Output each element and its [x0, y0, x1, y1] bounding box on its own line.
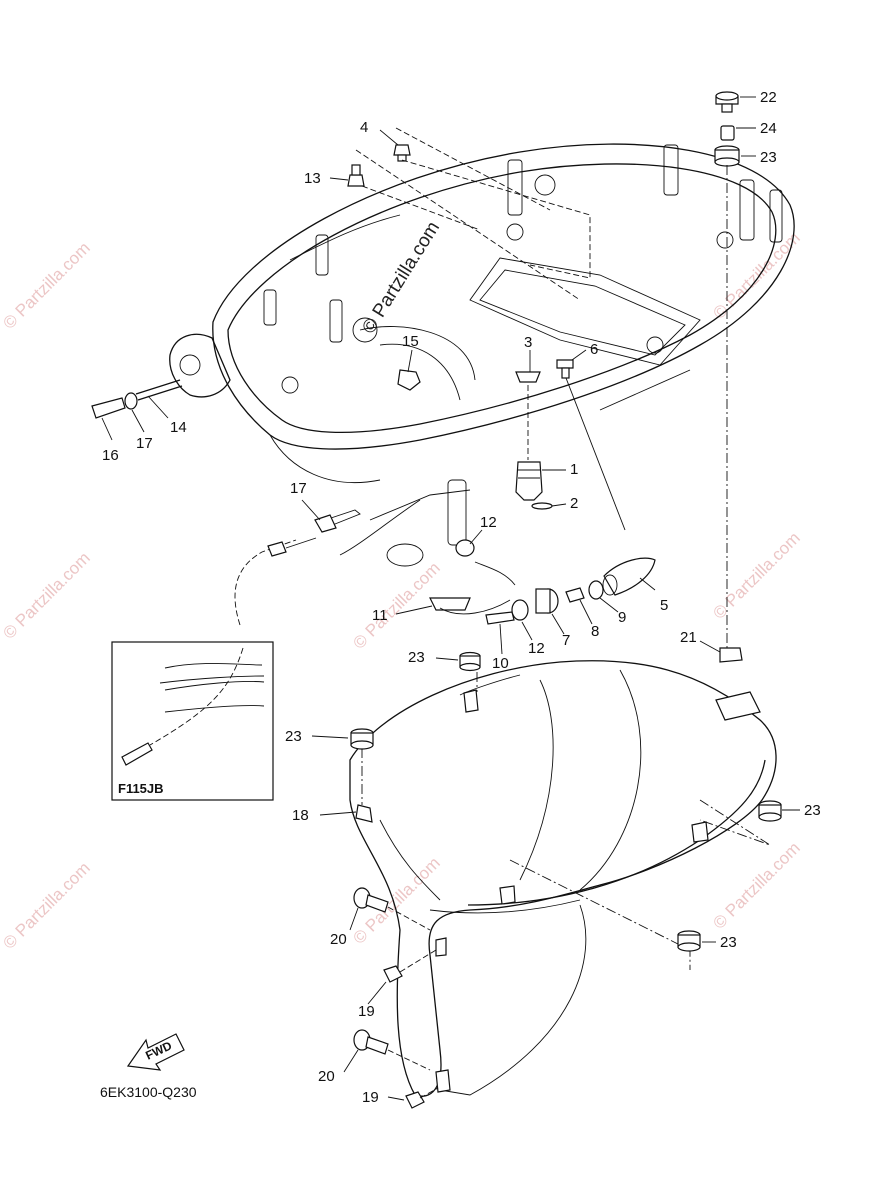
callout-23: 23: [804, 802, 821, 819]
callout-22: 22: [760, 89, 777, 106]
callout-15: 15: [402, 333, 419, 350]
callout-23: 23: [408, 649, 425, 666]
watermark-text: © Partzilla.com: [709, 528, 803, 622]
callout-labels: 22 24 23 4 13 3 6 15 16 17 14 1 2 17 12 …: [102, 89, 821, 1106]
callout-23: 23: [720, 934, 737, 951]
callout-17: 17: [290, 480, 307, 497]
callout-19: 19: [362, 1089, 379, 1106]
leader-lines: [101, 96, 800, 1101]
callout-20: 20: [318, 1068, 335, 1085]
diagram-code: 6EK3100-Q230: [100, 1084, 197, 1100]
callout-23: 23: [285, 728, 302, 745]
callout-11: 11: [372, 607, 388, 624]
callout-2: 2: [570, 495, 578, 512]
part-15-clamp: [359, 326, 476, 401]
part-group-1-2-3-6: [515, 359, 626, 531]
watermark-text: © Partzilla.com: [0, 548, 94, 642]
callout-24: 24: [760, 120, 777, 137]
callout-12: 12: [528, 640, 545, 657]
callout-14: 14: [170, 419, 187, 436]
watermark-main: © Partzilla.com: [358, 218, 444, 338]
callout-8: 8: [591, 623, 599, 640]
watermark-text: © Partzilla.com: [0, 858, 94, 952]
inset-label: F115JB: [118, 781, 164, 796]
callout-9: 9: [618, 609, 626, 626]
callout-4: 4: [360, 119, 368, 136]
inset-box: F115JB: [111, 641, 274, 801]
callout-19: 19: [358, 1003, 375, 1020]
grommet-group-23: [350, 651, 782, 952]
callout-13: 13: [304, 170, 321, 187]
callout-7: 7: [562, 632, 570, 649]
callout-12: 12: [480, 514, 497, 531]
callout-17: 17: [136, 435, 153, 452]
watermark-text: © Partzilla.com: [709, 838, 803, 932]
callout-3: 3: [524, 334, 532, 351]
watermark-text: © Partzilla.com: [349, 558, 443, 652]
callout-10: 10: [492, 655, 509, 672]
lower-apron: [349, 647, 777, 1097]
part-group-22-24-23: [714, 91, 740, 655]
callout-6: 6: [590, 341, 598, 358]
bottom-cowling-tray: [169, 143, 795, 484]
fastener-group-19-20: [353, 887, 439, 1109]
part-group-14-16-17: [91, 379, 183, 419]
callout-16: 16: [102, 447, 119, 464]
callout-1: 1: [570, 461, 578, 478]
part-group-4-13: [347, 127, 591, 301]
callout-18: 18: [292, 807, 309, 824]
watermark-text: © Partzilla.com: [0, 238, 94, 332]
callout-5: 5: [660, 597, 668, 614]
part-group-cable-fittings: [234, 479, 656, 626]
fwd-arrow-icon: FWD: [126, 1033, 185, 1071]
callout-20: 20: [330, 931, 347, 948]
callout-23: 23: [760, 149, 777, 166]
watermark-text: © Partzilla.com: [709, 228, 803, 322]
callout-21: 21: [680, 629, 697, 646]
